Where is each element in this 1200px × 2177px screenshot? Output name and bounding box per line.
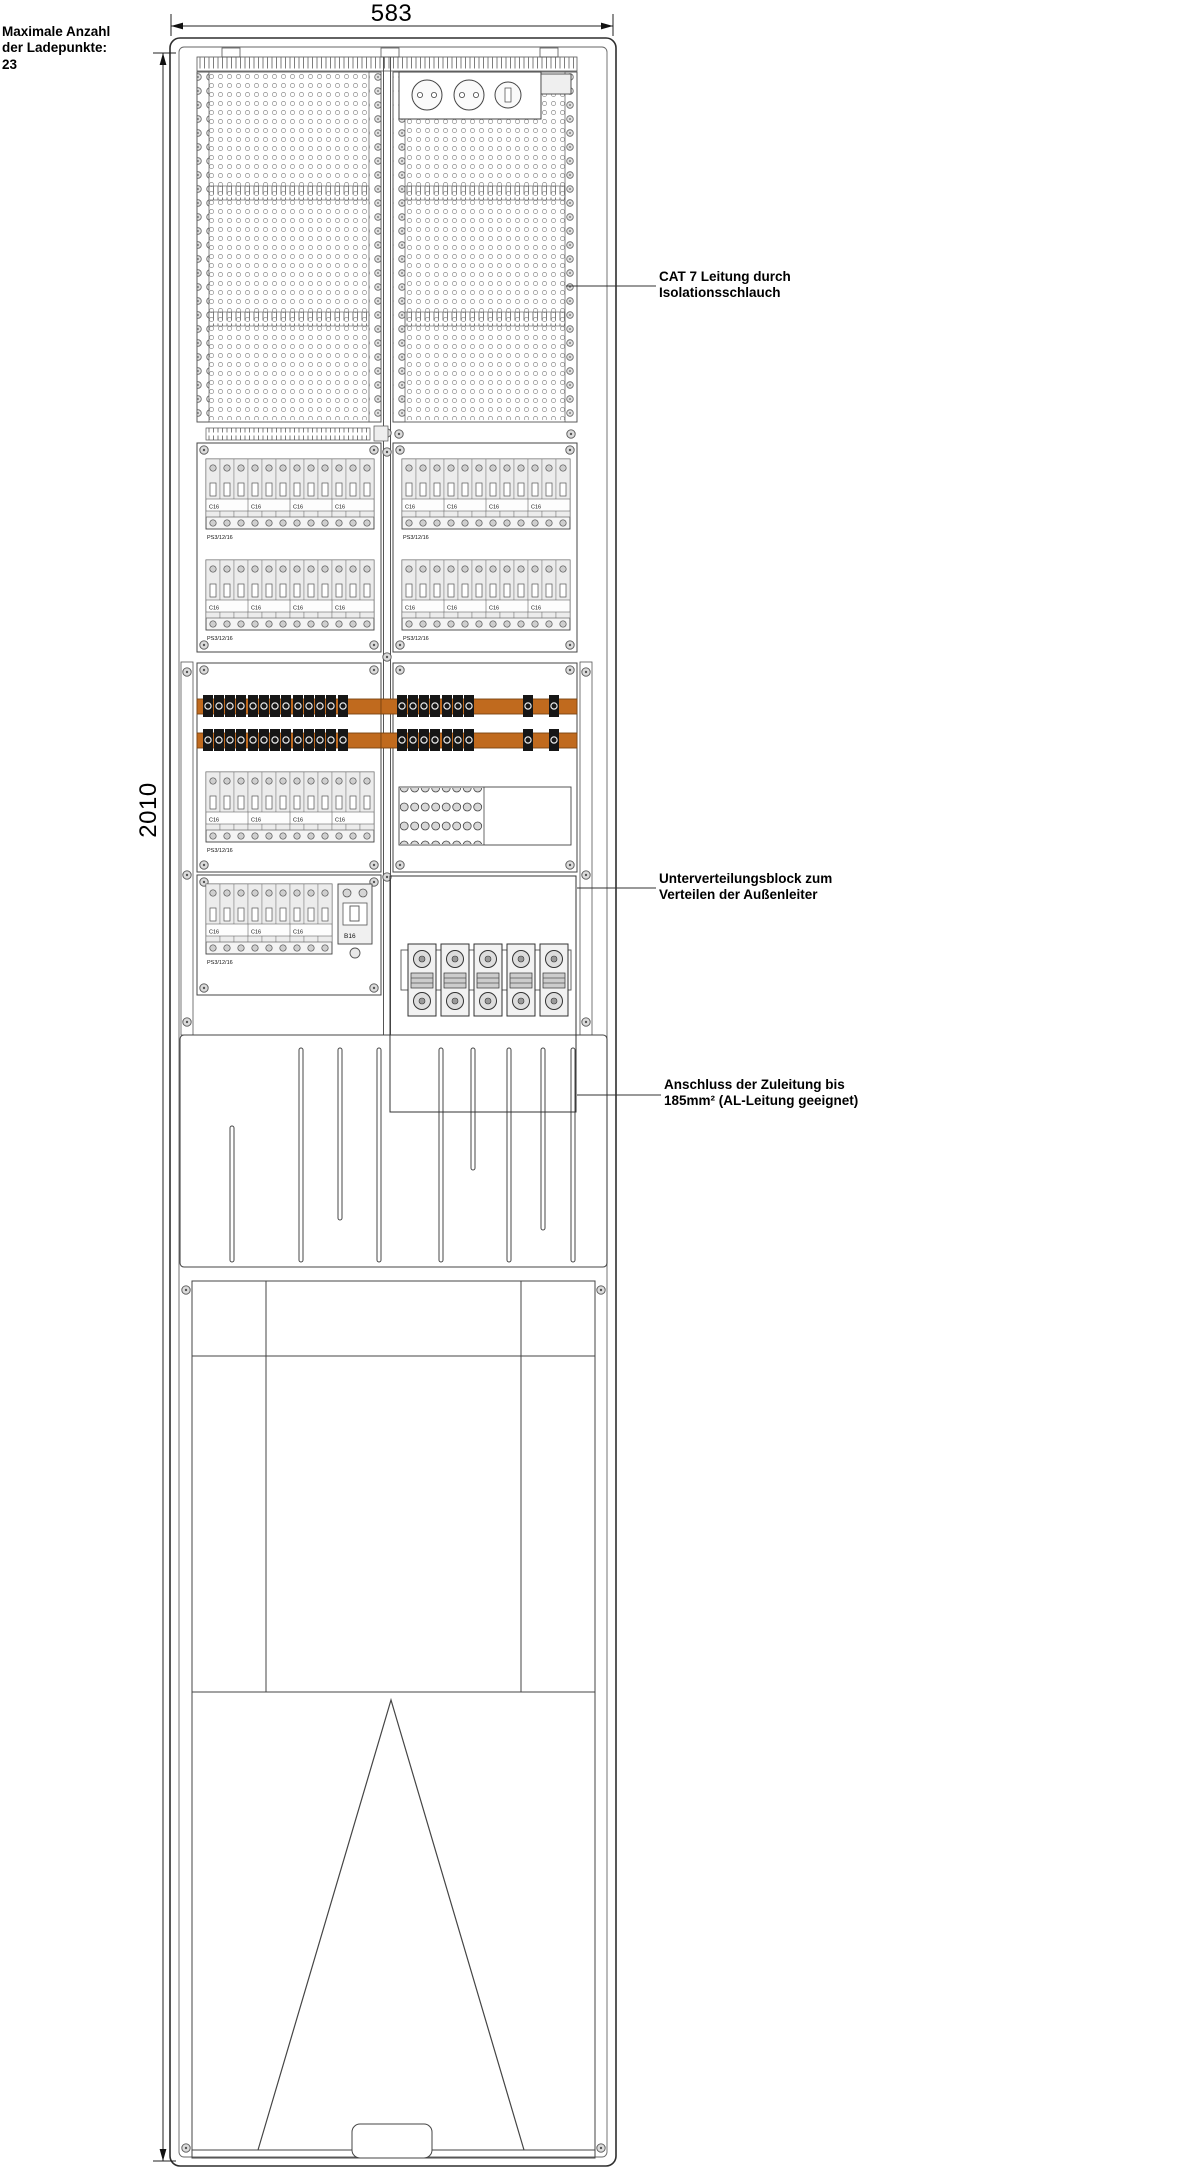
perforated-panel-right [392, 71, 578, 423]
slot [376, 1047, 382, 1263]
module-bracket [540, 73, 572, 95]
rcbo-label: B16 [344, 933, 356, 940]
note-cat7: CAT 7 Leitung durch Isolationsschlauch [659, 269, 791, 301]
leader-lines [566, 285, 661, 1096]
note-max-ladepunkte: Maximale Anzahl der Ladepunkte: 23 [2, 24, 111, 72]
center-mounting-rail [382, 57, 392, 1035]
cable-duct [208, 311, 370, 327]
cable-duct [208, 185, 370, 201]
mcb-row [206, 459, 374, 541]
dim-arrow-bottom [159, 2149, 167, 2161]
socket-module [398, 71, 572, 120]
base-brace [257, 1697, 525, 2151]
supply-terminal [440, 943, 470, 1017]
dim-width-label: 583 [370, 0, 413, 27]
busbar-panel-left [196, 662, 382, 873]
dimension-height [153, 52, 176, 2162]
mounting-tab [380, 47, 400, 58]
supply-terminal [473, 943, 503, 1017]
supply-terminal [539, 943, 569, 1017]
dim-arrow-top [159, 53, 167, 65]
slot [506, 1047, 512, 1263]
mounting-tab [539, 47, 559, 58]
mcb-row [402, 459, 570, 541]
slot [337, 1047, 343, 1221]
slotted-cover [179, 1034, 608, 1268]
mounting-tab [221, 47, 241, 58]
mcb-row [206, 884, 332, 966]
slot [570, 1047, 576, 1263]
base-cutout [351, 2123, 433, 2159]
socket-outlet [411, 79, 443, 111]
rcbo-b16: B16 [337, 883, 373, 959]
slot [470, 1047, 476, 1171]
terminal-grid [400, 788, 484, 844]
duct-above-breakers [205, 425, 576, 442]
main-terminal-block [400, 943, 572, 1017]
side-rail-right [579, 661, 593, 1036]
supply-terminal [407, 943, 437, 1017]
top-cable-duct [196, 56, 578, 72]
perforated-panel-left [196, 71, 382, 423]
cable-duct [404, 311, 566, 327]
base-panel [181, 1280, 606, 2159]
cable-duct [404, 185, 566, 201]
supply-connection-outline [389, 875, 577, 1113]
mcb-row [206, 560, 374, 642]
breaker-panel-bottom-left: B16 [196, 874, 382, 996]
dimension-width [170, 14, 614, 36]
breaker-panel-top-right [392, 442, 578, 653]
slot [438, 1047, 444, 1263]
slot [298, 1047, 304, 1263]
socket-outlet [453, 79, 485, 111]
mcb-row [206, 772, 374, 854]
dim-height-label: 2010 [135, 782, 162, 838]
dim-arrow-left [171, 22, 183, 30]
busbar-panel-right [380, 662, 578, 873]
breaker-panel-top-left [196, 442, 382, 653]
dim-arrow-right [601, 22, 613, 30]
note-unterverteilung: Unterverteilungsblock zum Verteilen der … [659, 871, 833, 903]
slot [540, 1047, 546, 1231]
slot [229, 1125, 235, 1263]
mcb-row [402, 560, 570, 642]
supply-terminal [506, 943, 536, 1017]
side-rail-left [180, 661, 194, 1036]
note-anschluss: Anschluss der Zuleitung bis 185mm² (AL-L… [664, 1077, 859, 1109]
